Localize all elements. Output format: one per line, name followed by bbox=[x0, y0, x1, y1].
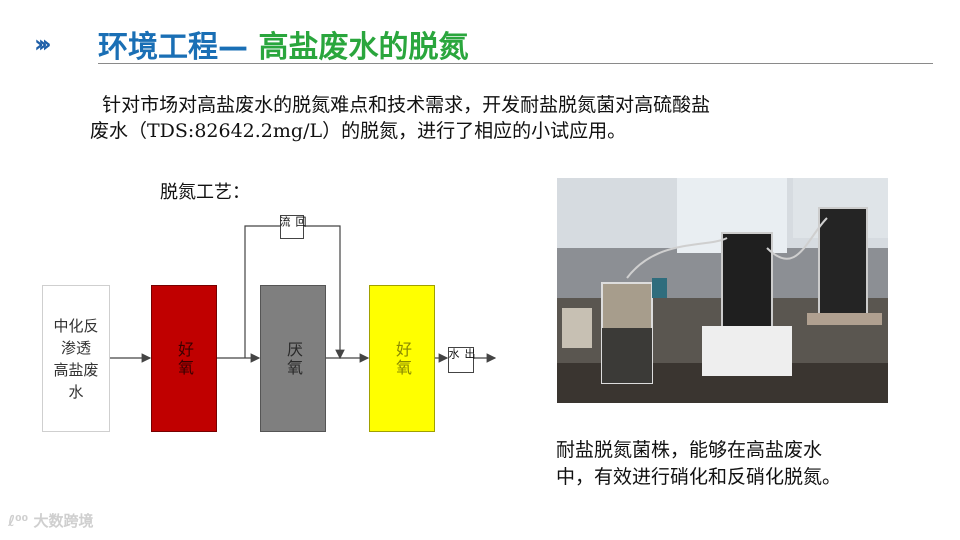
source-wastewater-box: 中化反渗透 高盐废水 bbox=[42, 285, 110, 432]
chevron-icon: ››› bbox=[34, 30, 46, 58]
photo-caption: 耐盐脱氮菌株，能够在高盐废水 中，有效进行硝化和反硝化脱氮。 bbox=[556, 437, 936, 491]
anoxic-label: 厌氧 bbox=[281, 341, 305, 377]
watermark-icon: ℓ⁰⁰ bbox=[8, 512, 28, 530]
title-divider bbox=[98, 63, 933, 64]
lab-apparatus-photo bbox=[557, 178, 888, 403]
title-part-environment: 环境工程— bbox=[98, 30, 248, 65]
title-part-topic: 高盐废水的脱氮 bbox=[248, 30, 468, 65]
intro-paragraph: 针对市场对高盐废水的脱氮难点和技术需求，开发耐盐脱氮菌对高硫酸盐 废水（TDS:… bbox=[90, 92, 910, 144]
aerobic-tank-1: 好氧 bbox=[151, 285, 217, 432]
aerobic-1-label: 好氧 bbox=[172, 341, 196, 377]
page-title: 环境工程— 高盐废水的脱氮 bbox=[98, 22, 468, 66]
process-label: 脱氮工艺： bbox=[160, 178, 250, 204]
source-line2: 高盐废水 bbox=[47, 359, 105, 403]
caption-line2: 中，有效进行硝化和反硝化脱氮。 bbox=[556, 464, 936, 491]
aerobic-tank-2: 好氧 bbox=[369, 285, 435, 432]
source-line1: 中化反渗透 bbox=[47, 315, 105, 359]
anoxic-tank: 厌氧 bbox=[260, 285, 326, 432]
outlet-label: 出水 bbox=[448, 347, 474, 373]
caption-line1: 耐盐脱氮菌株，能够在高盐废水 bbox=[556, 437, 936, 464]
lab-photo-illustration bbox=[557, 178, 888, 403]
process-diagram: 中化反渗透 高盐废水 好氧 厌氧 好氧 回流 出水 bbox=[40, 215, 510, 440]
watermark-text: 大数跨境 bbox=[33, 512, 93, 530]
aerobic-2-label: 好氧 bbox=[390, 341, 414, 377]
reflux-label: 回流 bbox=[280, 215, 304, 239]
watermark-logo: ℓ⁰⁰ 大数跨境 bbox=[8, 510, 93, 531]
